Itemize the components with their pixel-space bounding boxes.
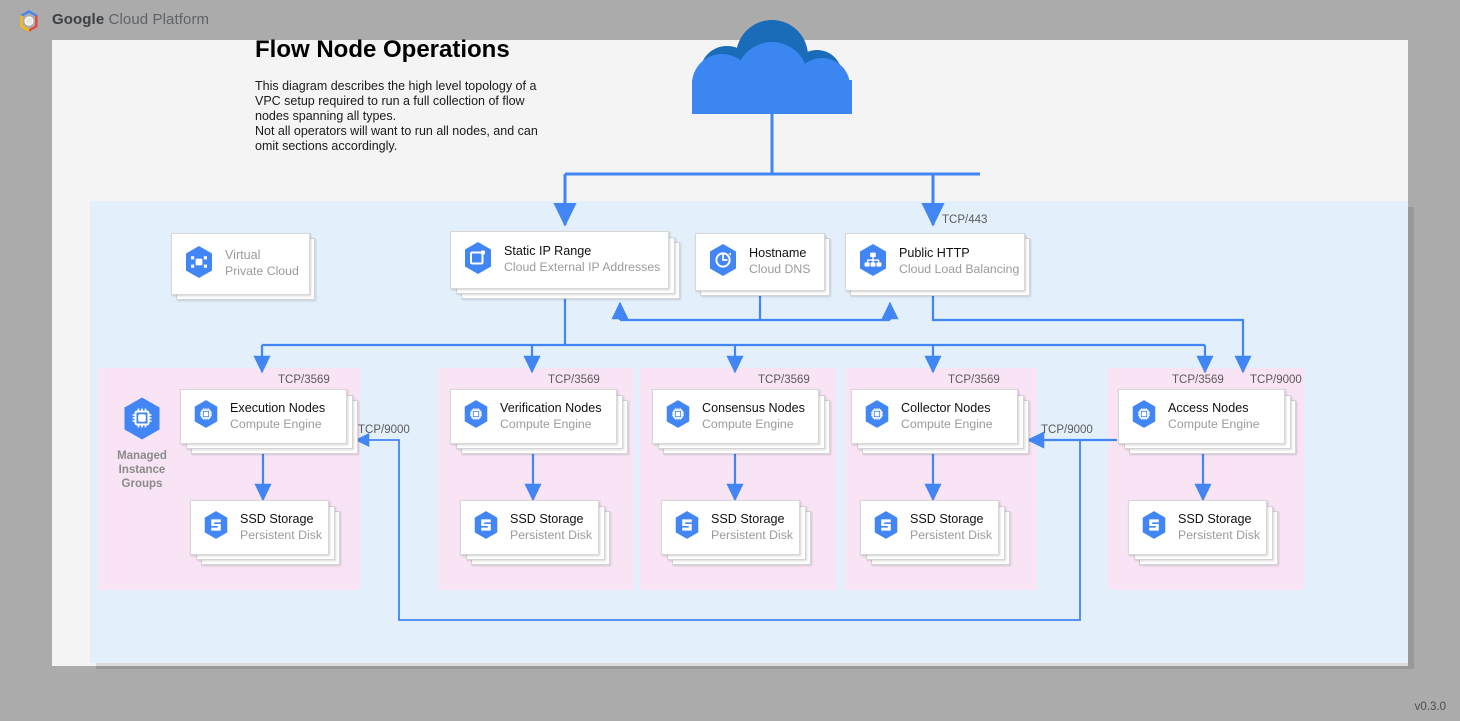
card-subtitle: Persistent Disk [240, 527, 323, 542]
google-cloud-hexagon-logo [16, 8, 42, 34]
cloud-dns-icon [708, 243, 738, 282]
port-label-verification-ingress: TCP/3569 [548, 374, 600, 386]
card-title: SSD Storage [910, 511, 984, 526]
card-verification-nodes[interactable]: Verification Nodes Compute Engine [450, 389, 617, 444]
diagram-description: This diagram describes the high level to… [255, 79, 538, 153]
port-label-access-ingress: TCP/3569 [1172, 374, 1224, 386]
card-title: SSD Storage [1178, 511, 1252, 526]
port-label-internet-to-lb: TCP/443 [942, 214, 988, 226]
card-subtitle: Compute Engine [230, 416, 322, 431]
persistent-disk-icon [473, 510, 499, 545]
card-public-http-load-balancing[interactable]: Public HTTP Cloud Load Balancing [845, 233, 1025, 291]
diagram-title: Flow Node Operations [255, 36, 510, 63]
brand-google: Google [52, 11, 105, 28]
card-title: Virtual [225, 248, 261, 263]
virtual-private-cloud-icon [184, 245, 214, 284]
card-subtitle: Cloud Load Balancing [899, 262, 1020, 277]
card-access-nodes[interactable]: Access Nodes Compute Engine [1118, 389, 1285, 444]
internet-cloud-icon [680, 18, 864, 114]
card-title: Consensus Nodes [702, 400, 805, 415]
card-title: Execution Nodes [230, 400, 326, 415]
persistent-disk-icon [1141, 510, 1167, 545]
port-label-access-to-execution: TCP/9000 [358, 424, 410, 436]
card-static-ip-range[interactable]: Static IP Range Cloud External IP Addres… [450, 231, 669, 289]
card-title: SSD Storage [711, 511, 785, 526]
persistent-disk-icon [674, 510, 700, 545]
card-execution-ssd-storage[interactable]: SSD Storage Persistent Disk [190, 500, 329, 555]
compute-engine-icon [463, 399, 489, 434]
card-consensus-ssd-storage[interactable]: SSD Storage Persistent Disk [661, 500, 800, 555]
port-label-collector-ingress: TCP/3569 [948, 374, 1000, 386]
managed-instance-group-icon [122, 396, 162, 446]
card-title: Static IP Range [504, 244, 592, 259]
card-subtitle: Cloud DNS [749, 262, 811, 277]
compute-engine-icon [193, 399, 219, 434]
card-subtitle: Compute Engine [901, 416, 993, 431]
compute-engine-icon [864, 399, 890, 434]
card-collector-nodes[interactable]: Collector Nodes Compute Engine [851, 389, 1018, 444]
port-label-access-9000-top: TCP/9000 [1250, 374, 1302, 386]
card-title: SSD Storage [240, 511, 314, 526]
card-consensus-nodes[interactable]: Consensus Nodes Compute Engine [652, 389, 819, 444]
port-label-access-to-collector: TCP/9000 [1041, 424, 1093, 436]
managed-instance-groups-label: Managed Instance Groups [117, 450, 167, 490]
card-title: Verification Nodes [500, 400, 602, 415]
compute-engine-icon [665, 399, 691, 434]
card-title: Access Nodes [1168, 400, 1249, 415]
card-subtitle: Compute Engine [702, 416, 794, 431]
card-virtual-private-cloud[interactable]: Virtual Private Cloud [171, 233, 310, 295]
port-label-execution-ingress: TCP/3569 [278, 374, 330, 386]
cloud-load-balancing-icon [858, 243, 888, 282]
card-title: Public HTTP [899, 246, 970, 261]
card-subtitle: Persistent Disk [910, 527, 993, 542]
card-subtitle: Compute Engine [1168, 416, 1260, 431]
version-label: v0.3.0 [1414, 701, 1446, 713]
card-access-ssd-storage[interactable]: SSD Storage Persistent Disk [1128, 500, 1267, 555]
card-subtitle: Compute Engine [500, 416, 592, 431]
card-subtitle: Persistent Disk [1178, 527, 1261, 542]
card-subtitle: Persistent Disk [510, 527, 593, 542]
persistent-disk-icon [873, 510, 899, 545]
card-hostname-cloud-dns[interactable]: Hostname Cloud DNS [695, 233, 825, 291]
gcp-brand-wordmark: Google Cloud Platform [52, 11, 209, 28]
card-verification-ssd-storage[interactable]: SSD Storage Persistent Disk [460, 500, 599, 555]
card-subtitle: Cloud External IP Addresses [504, 260, 661, 275]
port-label-consensus-ingress: TCP/3569 [758, 374, 810, 386]
gcp-header: Google Cloud Platform [0, 0, 1460, 40]
compute-engine-icon [1131, 399, 1157, 434]
card-title: Hostname [749, 246, 807, 261]
card-title: SSD Storage [510, 511, 584, 526]
persistent-disk-icon [203, 510, 229, 545]
card-title: Collector Nodes [901, 400, 991, 415]
brand-cloud-platform: Cloud Platform [104, 11, 210, 28]
card-execution-nodes[interactable]: Execution Nodes Compute Engine [180, 389, 347, 444]
cloud-external-ip-icon [463, 241, 493, 280]
card-subtitle: Private Cloud [225, 264, 299, 279]
card-collector-ssd-storage[interactable]: SSD Storage Persistent Disk [860, 500, 999, 555]
card-subtitle: Persistent Disk [711, 527, 794, 542]
